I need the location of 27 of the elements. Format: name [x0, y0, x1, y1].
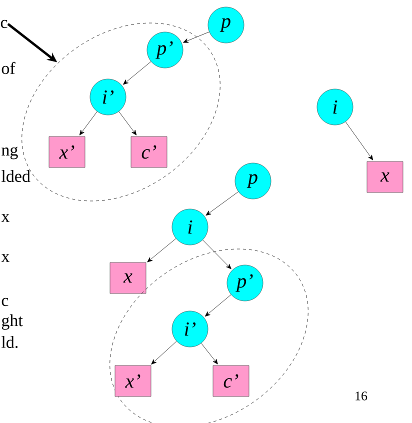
leaf-box: x	[110, 262, 146, 294]
text-fragment: ld.	[2, 336, 18, 348]
text-fragment: x	[1, 254, 10, 262]
page-number: 16	[356, 392, 368, 400]
text-fragment: ght	[2, 314, 23, 330]
leaf-box: c’	[212, 365, 250, 397]
arrow	[118, 111, 137, 136]
text-fragment: lded	[2, 170, 30, 182]
leaf-box: x’	[48, 136, 86, 168]
text-fragment: c	[0, 20, 8, 28]
leaf-box: x	[366, 161, 404, 193]
arrow	[183, 32, 210, 43]
arrow	[123, 61, 152, 85]
arrow	[345, 122, 374, 160]
text-fragment: x	[1, 214, 10, 222]
arrow	[201, 343, 218, 364]
arrow	[147, 238, 176, 262]
arrow	[151, 341, 177, 364]
leaf-box: c’	[130, 136, 168, 168]
arrow	[79, 111, 98, 136]
arrow	[202, 240, 232, 270]
text-fragment: of	[2, 62, 16, 74]
arrow	[204, 294, 232, 317]
text-fragment: c	[2, 298, 8, 306]
text-fragment: ng	[2, 146, 18, 160]
arrow	[206, 192, 238, 216]
leaf-box: x’	[114, 365, 152, 397]
